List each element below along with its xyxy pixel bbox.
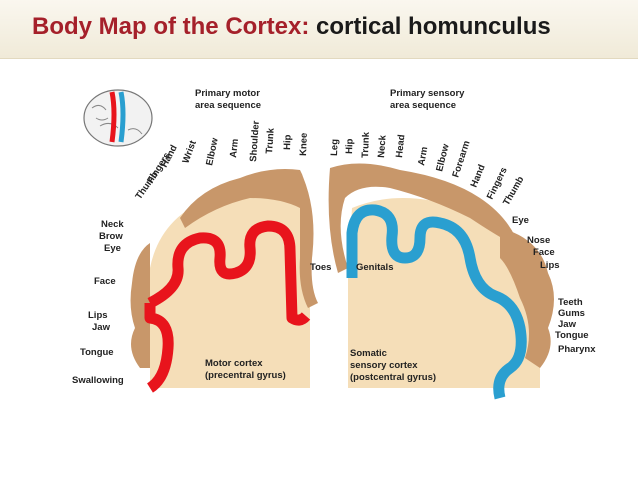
label-motor-toes: Toes [310,262,331,273]
sensory-top-label-hip: Hip [344,138,356,154]
motor-cortex-line1: Motor cortex [205,358,263,369]
label-motor-eye: Eye [104,243,121,254]
sensory-top-label-elbow: Elbow [434,142,452,172]
motor-top-label-arm: Arm [228,138,241,158]
sensory-cortex-line2: sensory cortex [350,360,418,371]
label-sensory-gums: Gums [558,308,585,319]
motor-cortex-line2: (precentral gyrus) [205,370,286,381]
title-rest: cortical homunculus [316,13,551,40]
label-motor-swallowing: Swallowing [72,375,124,386]
sensory-cortex-line1: Somatic [350,348,387,359]
label-motor-face: Face [94,276,116,287]
motor-heading-line2: area sequence [195,100,261,111]
brain-icon [84,90,152,146]
label-sensory-jaw: Jaw [558,319,577,330]
sensory-top-label-head: Head [394,134,407,158]
sensory-cortex-line3: (postcentral gyrus) [350,372,436,383]
motor-top-label-trunk: Trunk [264,127,277,154]
sensory-top-label-trunk: Trunk [360,131,372,158]
label-sensory-nose: Nose [527,235,550,246]
motor-top-label-hand: Hand [159,143,180,169]
label-motor-lips: Lips [88,310,108,321]
label-sensory-teeth: Teeth [558,297,583,308]
label-sensory-tongue: Tongue [555,330,589,341]
title-accent: Body Map of the Cortex: [32,13,309,40]
motor-top-label-hip: Hip [282,134,294,150]
label-motor-jaw: Jaw [92,322,111,333]
label-motor-brow: Brow [99,231,123,242]
title-bar: Body Map of the Cortex: cortical homuncu… [0,0,638,59]
label-sensory-face: Face [533,247,555,258]
sensory-heading-line2: area sequence [390,100,456,111]
label-sensory-eye: Eye [512,215,529,226]
sensory-top-label-forearm: Forearm [450,139,472,179]
label-motor-tongue: Tongue [80,347,114,358]
label-motor-neck: Neck [101,219,124,230]
motor-top-label-shoulder: Shoulder [248,120,262,162]
motor-top-label-knee: Knee [298,133,310,157]
motor-top-label-elbow: Elbow [204,136,221,166]
label-sensory-lips: Lips [540,260,560,271]
sensory-top-label-leg: Leg [329,139,341,156]
label-sensory-pharynx: Pharynx [558,344,596,355]
sensory-top-label-hand: Hand [469,163,488,189]
motor-top-label-wrist: Wrist [180,138,199,165]
sensory-top-label-neck: Neck [376,134,389,158]
sensory-top-label-arm: Arm [416,146,430,167]
sensory-heading-line1: Primary sensory [390,88,465,99]
slide-title: Body Map of the Cortex: cortical homuncu… [32,13,551,41]
homunculus-diagram: Primary motor area sequence Primary sens… [0,58,638,479]
motor-heading-line1: Primary motor [195,88,260,99]
label-sensory-genitals: Genitals [356,262,394,273]
